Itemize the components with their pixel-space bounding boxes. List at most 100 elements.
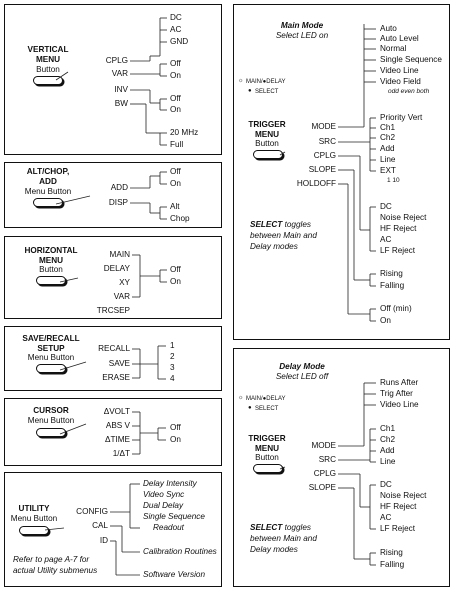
horizontal-menu-subtitle: Button	[39, 265, 63, 274]
delay-select-note-2: between Main and	[250, 534, 317, 543]
altchop-disp-option: Alt	[170, 202, 180, 211]
cursor-item-delta-time[interactable]: ΔTIME	[104, 435, 130, 444]
main-src-option: Add	[380, 144, 395, 153]
main-holdoff-option: Off (min)	[380, 304, 412, 313]
main-mode-option: Normal	[380, 44, 407, 53]
delay-src-option: Ch2	[380, 435, 396, 444]
horizontal-item-trcsep[interactable]: TRCSEP	[96, 306, 130, 315]
horizontal-item-var[interactable]: VAR	[113, 292, 130, 301]
utility-menu-subtitle: Menu Button	[10, 514, 58, 523]
saverecall-option: 3	[170, 363, 175, 372]
utility-note: Refer to page A-7 for	[13, 555, 90, 564]
main-slope-option: Rising	[380, 269, 403, 278]
delay-src-option: Add	[380, 446, 395, 455]
cursor-menu-button[interactable]	[36, 428, 66, 437]
select-button-label[interactable]: SELECT	[255, 89, 279, 95]
main-mode-option: Single Sequence	[380, 55, 442, 64]
utility-item-cal[interactable]: CAL	[92, 521, 108, 530]
saverecall-option: 4	[170, 374, 175, 383]
cursor-item-abs-v[interactable]: ABS V	[105, 421, 130, 430]
saverecall-item-erase[interactable]: ERASE	[102, 373, 130, 382]
utility-item-id[interactable]: ID	[99, 536, 108, 545]
main-trigger-item-src[interactable]: SRC	[318, 137, 336, 146]
delay-mode-option: Runs After	[380, 378, 419, 387]
main-trigger-item-holdoff[interactable]: HOLDOFF	[296, 179, 336, 188]
main-trigger-menu-button[interactable]	[253, 150, 283, 159]
main-delay-led-label: MAIN/●DELAY	[246, 79, 286, 85]
select-dot-icon: ●	[248, 88, 252, 94]
main-mode-option: Video Line	[380, 66, 419, 75]
main-trigger-item-cplg[interactable]: CPLG	[313, 151, 336, 160]
delay-trigger-menu-button[interactable]	[253, 464, 283, 473]
altchop-disp-option: Chop	[170, 214, 190, 223]
main-trigger-item-mode[interactable]: MODE	[311, 122, 336, 131]
altchop-menu-title: ALT/CHOP,	[26, 167, 70, 176]
altchop-item-disp[interactable]: DISP	[108, 198, 128, 207]
vertical-inv-option: On	[170, 105, 181, 114]
main-mode-field-note: odd even both	[388, 88, 430, 95]
horizontal-item-delay[interactable]: DELAY	[103, 264, 130, 273]
main-slope-option: Falling	[380, 281, 405, 290]
delay-cplg-option: LF Reject	[380, 524, 416, 533]
saverecall-option: 2	[170, 352, 175, 361]
main-cplg-option: Noise Reject	[380, 213, 427, 222]
main-mode-option: Auto Level	[380, 34, 419, 43]
delay-cplg-option: Noise Reject	[380, 491, 427, 500]
cursor-item-inverse-delta-t[interactable]: 1/ΔT	[112, 449, 130, 458]
utility-menu-title: UTILITY	[18, 504, 50, 513]
main-cplg-option: HF Reject	[380, 224, 417, 233]
delay-src-option: Line	[380, 457, 396, 466]
vertical-item-cplg[interactable]: CPLG	[105, 56, 128, 65]
delay-select-note: SELECT toggles	[250, 523, 311, 532]
delay-select-dot-icon: ●	[248, 405, 252, 411]
delay-mode-subheading: Select LED off	[275, 372, 329, 381]
main-select-note-2: between Main and	[250, 231, 317, 240]
delay-trigger-item-slope[interactable]: SLOPE	[308, 483, 336, 492]
vertical-item-bw[interactable]: BW	[114, 99, 128, 108]
main-delay-led-icon: ☼	[238, 78, 244, 84]
delay-cplg-option: DC	[380, 480, 392, 489]
saverecall-item-recall[interactable]: RECALL	[98, 344, 130, 353]
horizontal-item-xy[interactable]: XY	[119, 278, 130, 287]
delay-trigger-item-cplg[interactable]: CPLG	[313, 469, 336, 478]
delay-trigger-menu-subtitle: Button	[255, 453, 279, 462]
saverecall-item-save[interactable]: SAVE	[108, 359, 130, 368]
main-mode-option: Auto	[380, 24, 397, 33]
vertical-item-inv[interactable]: INV	[114, 85, 128, 94]
cursor-item-delta-volt[interactable]: ΔVOLT	[103, 407, 130, 416]
saverecall-menu-panel	[4, 326, 222, 391]
delay-main-delay-led-icon: ☼	[238, 395, 244, 401]
utility-item-config[interactable]: CONFIG	[76, 507, 108, 516]
utility-menu-button[interactable]	[19, 526, 49, 535]
cursor-option: On	[170, 435, 181, 444]
delay-select-note-3: Delay modes	[250, 545, 298, 554]
horizontal-option: On	[170, 277, 181, 286]
main-holdoff-option: On	[380, 316, 391, 325]
delay-mode-option: Video Line	[380, 400, 419, 409]
vertical-menu-title: VERTICAL MENU	[27, 45, 69, 64]
vertical-item-var[interactable]: VAR	[111, 69, 128, 78]
utility-cal-option: Calibration Routines	[143, 547, 217, 556]
altchop-add-option: Off	[170, 167, 181, 176]
altchop-item-add[interactable]: ADD	[110, 183, 128, 192]
utility-note-2: actual Utility submenus	[13, 566, 98, 575]
saverecall-menu-subtitle: Menu Button	[27, 353, 75, 362]
delay-main-delay-led-label: MAIN/●DELAY	[246, 396, 286, 402]
delay-trigger-item-src[interactable]: SRC	[318, 455, 336, 464]
saverecall-menu-title: SAVE/RECALL SETUP	[22, 334, 80, 353]
main-mode-option: Video Field	[380, 77, 421, 86]
delay-cplg-option: AC	[380, 513, 392, 522]
delay-trigger-item-mode[interactable]: MODE	[311, 441, 336, 450]
vertical-menu-button[interactable]	[33, 76, 63, 85]
vertical-cplg-option: GND	[170, 37, 189, 46]
horizontal-item-main[interactable]: MAIN	[109, 250, 130, 259]
main-trigger-item-slope[interactable]: SLOPE	[308, 165, 336, 174]
main-mode-heading: Main Mode	[280, 21, 324, 30]
delay-trigger-menu-title: TRIGGER MENU	[248, 434, 286, 453]
delay-select-button-label[interactable]: SELECT	[255, 406, 279, 412]
utility-config-option: Single Sequence	[143, 512, 205, 521]
vertical-var-option: On	[170, 71, 181, 80]
